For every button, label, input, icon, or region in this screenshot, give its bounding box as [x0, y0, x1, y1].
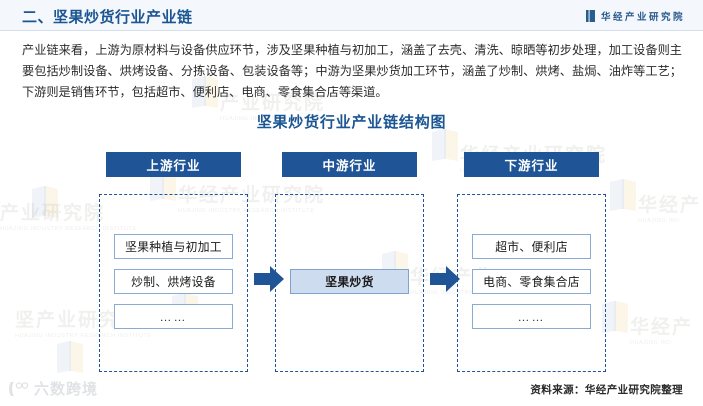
node-downstream-1[interactable]: 超市、便利店: [472, 234, 591, 259]
column-zone-upstream: [99, 194, 248, 372]
node-upstream-1[interactable]: 坚果种植与初加工: [114, 234, 233, 259]
arrow-right-icon-2: [430, 266, 460, 292]
footer-watermark-logo: 六数跨境: [8, 378, 98, 399]
node-downstream-3[interactable]: ……: [472, 304, 591, 329]
intro-paragraph: 产业链来看，上游为原材料与设备供应环节，涉及坚果种植与初加工，涵盖了去壳、清洗、…: [22, 43, 682, 99]
arrow-right-icon-1: [254, 266, 284, 292]
column-zone-midstream: [275, 194, 424, 372]
column-header-downstream: 下游行业: [464, 152, 599, 177]
column-zone-downstream: [457, 194, 606, 372]
source-note: 资料来源：华经产业研究院整理: [530, 384, 683, 396]
logo-mark-icon: [9, 381, 29, 396]
node-midstream-1[interactable]: 坚果炒货: [290, 269, 409, 294]
brand-logo: 华经产业研究院: [585, 9, 685, 23]
node-downstream-2[interactable]: 电商、零食集合店: [472, 269, 591, 294]
brand-name: 华经产业研究院: [600, 12, 685, 23]
node-upstream-2[interactable]: 炒制、烘烤设备: [114, 269, 233, 294]
node-upstream-3[interactable]: ……: [114, 304, 233, 329]
column-header-upstream: 上游行业: [106, 152, 241, 177]
page-header: 二、坚果炒货行业产业链 华经产业研究院: [0, 0, 703, 31]
chart-title: 坚果炒货行业产业链结构图: [256, 114, 447, 131]
footer-watermark-text: 六数跨境: [34, 381, 99, 398]
book-icon: [585, 10, 595, 22]
column-header-midstream: 中游行业: [282, 152, 417, 177]
page-title: 二、坚果炒货行业产业链: [22, 9, 193, 26]
